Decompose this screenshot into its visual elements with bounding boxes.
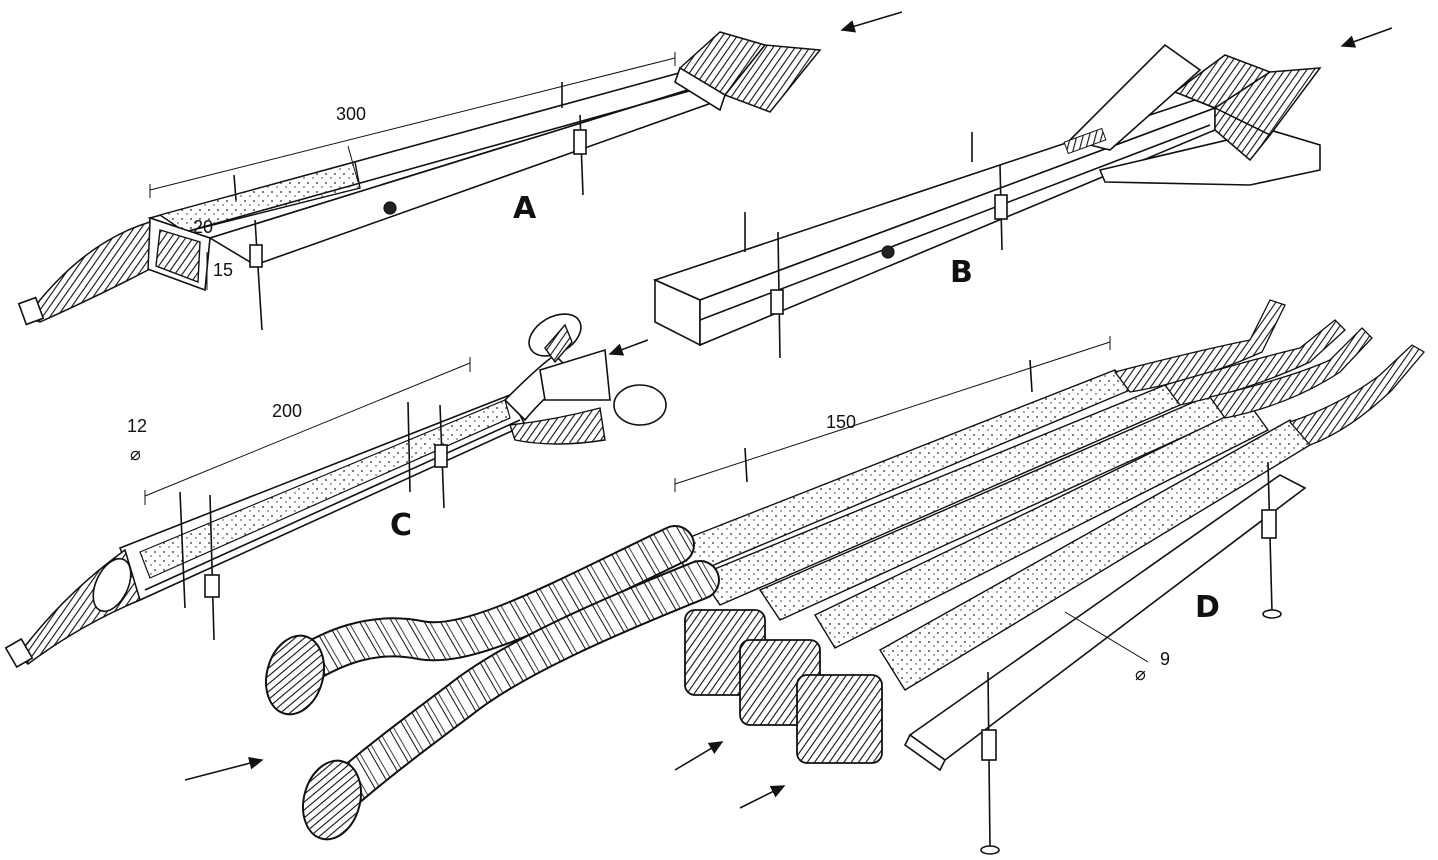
panel-c-diameter-label: 12 [127, 416, 147, 436]
diameter-symbol-icon: ⌀ [1135, 664, 1146, 684]
panel-b: B [652, 27, 1393, 359]
hose-mouth [265, 634, 325, 716]
panel-c-letter: C [390, 508, 412, 543]
panel-a-height-label: 15 [213, 260, 233, 280]
panel-a: 300 20 15 A [17, 11, 903, 331]
airflow-arrow-icon [674, 741, 724, 771]
airflow-arrow-icon [739, 785, 786, 809]
panel-a-width-label: 20 [193, 217, 213, 237]
panel-a-letter: A [513, 191, 537, 226]
panel-d: 150 ⌀ 9 D [184, 299, 1425, 855]
panel-c-length-label: 200 [272, 401, 302, 421]
panel-d-diameter-label: 9 [1160, 649, 1170, 669]
square-mouth [796, 674, 883, 764]
panel-d-length-label: 150 [826, 412, 856, 432]
panel-b-letter: B [950, 255, 973, 290]
airflow-arrow-icon [1340, 27, 1393, 48]
tube-bundle [668, 299, 1425, 691]
panel-c: 200 12 ⌀ C [4, 313, 667, 669]
airflow-arrow-icon [608, 339, 649, 356]
airflow-arrow-icon [184, 757, 264, 781]
diameter-symbol-icon: ⌀ [130, 444, 141, 464]
hose-mouth [302, 759, 362, 841]
panel-a-length-label: 300 [336, 104, 366, 124]
panel-d-letter: D [1195, 590, 1220, 625]
airflow-arrow-icon [840, 11, 903, 33]
